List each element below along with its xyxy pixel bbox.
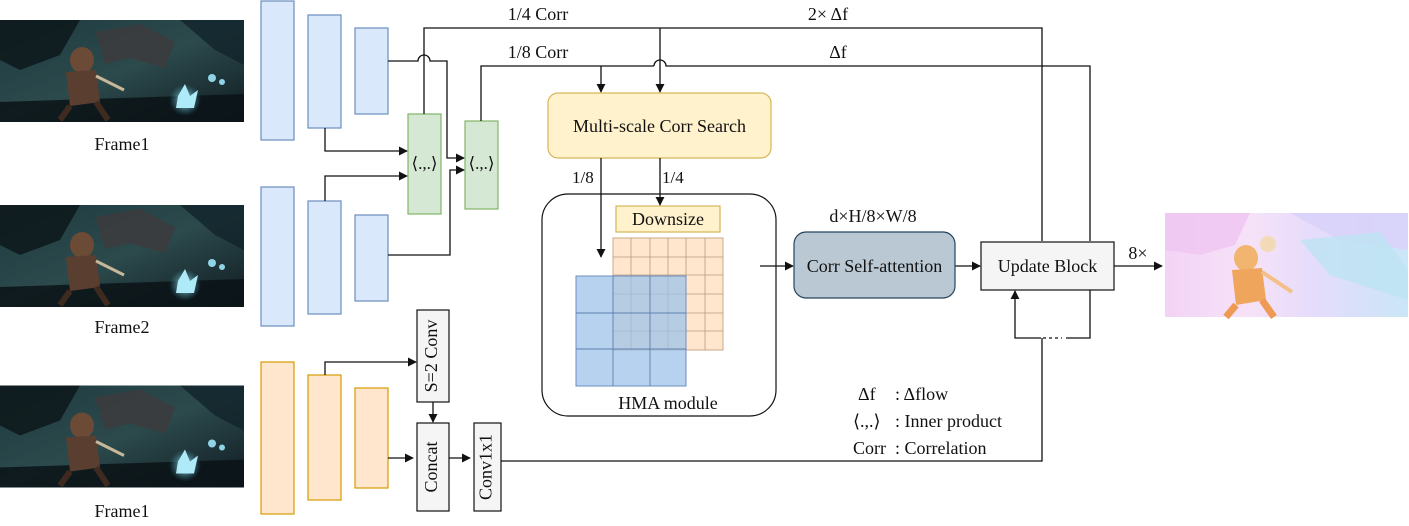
strided-conv-label: S=2 Conv	[421, 320, 441, 393]
scale-quarter-label: 1/4	[662, 168, 684, 187]
strided-conv-box	[416, 309, 450, 403]
inner-product-block-b	[464, 120, 499, 210]
concat-box	[416, 422, 450, 512]
inner-product-a-label: ⟨.,.⟩	[411, 154, 437, 173]
attention-dims-label: d×H/8×W/8	[829, 206, 916, 226]
delta-flow-label: Δf	[829, 42, 847, 62]
conv1x1-label: Conv1x1	[476, 434, 496, 500]
frame1-bottom-label: Frame1	[95, 501, 150, 521]
legend-inner-desc: : Inner product	[895, 411, 1002, 431]
legend-delta-desc: : Δflow	[895, 384, 948, 404]
recurrent-loop-line	[1066, 290, 1091, 339]
conv1x1-box	[473, 422, 502, 512]
encoder-f1-level3	[354, 27, 389, 115]
feature-encoder-frame1	[260, 0, 389, 141]
context-level1	[260, 361, 295, 515]
encoder-connections	[324, 27, 1091, 256]
upsample-label: 8×	[1128, 243, 1147, 263]
hma-module-label: HMA module	[618, 393, 718, 413]
legend-inner-symbol: ⟨.,.⟩	[853, 411, 881, 431]
encoder-f2-level2	[307, 200, 342, 315]
feature-encoder-frame2	[260, 186, 389, 327]
corr-quarter-label: 1/4 Corr	[508, 4, 569, 24]
corr-self-attention-label: Corr Self-attention	[807, 256, 942, 276]
encoder-f2-level1	[260, 186, 295, 327]
update-block-box	[980, 241, 1115, 291]
frame1-top-label: Frame1	[95, 134, 150, 154]
frame2-label: Frame2	[95, 317, 150, 337]
encoder-f2-level3	[354, 214, 389, 302]
downsize-box	[615, 205, 721, 233]
context-level3	[354, 387, 389, 489]
multi-scale-corr-search-label: Multi-scale Corr Search	[573, 116, 746, 136]
frame1-top-image	[0, 20, 244, 122]
line-ip-a-to-corr-quarter	[423, 27, 1043, 241]
eighth-scale-grid	[575, 275, 687, 387]
arrow-f1l3-to-ip-b	[388, 54, 465, 163]
double-delta-flow-label: 2× Δf	[808, 4, 848, 24]
context-encoder	[260, 361, 389, 515]
arrow-f2l2-to-ip-a	[324, 171, 408, 201]
legend-delta-symbol: Δf	[858, 384, 876, 404]
downsize-label: Downsize	[632, 209, 704, 229]
line-ip-b-to-corr-eighth	[480, 65, 654, 121]
legend: Δf : Δflow ⟨.,.⟩ : Inner product Corr : …	[853, 384, 1002, 458]
line-corr-eighth-hop	[653, 59, 1091, 241]
legend-corr-symbol: Corr	[853, 438, 886, 458]
context-level2	[307, 374, 342, 501]
corr-self-attention-box	[793, 231, 956, 299]
encoder-f1-level2	[307, 14, 342, 129]
update-block-label: Update Block	[998, 256, 1097, 276]
arrow-context-to-update	[501, 338, 1043, 462]
frame1-bottom-image	[0, 386, 244, 488]
frame2-image	[0, 205, 244, 307]
arrow-f1l2-to-ip-a	[324, 128, 408, 156]
inner-product-block-a	[407, 113, 442, 215]
legend-corr-desc: : Correlation	[895, 438, 986, 458]
concat-label: Concat	[421, 442, 441, 493]
inner-product-b-label: ⟨.,.⟩	[468, 154, 494, 173]
encoder-f1-level1	[260, 0, 295, 141]
output-flow-image	[1165, 213, 1408, 320]
scale-eighth-label: 1/8	[572, 168, 594, 187]
corr-eighth-label: 1/8 Corr	[508, 42, 569, 62]
recurrent-loop-arrow	[1010, 290, 1041, 339]
arrow-context-l2-to-strided-conv	[324, 357, 417, 375]
arrow-f2l3-to-ip-b	[388, 165, 465, 256]
